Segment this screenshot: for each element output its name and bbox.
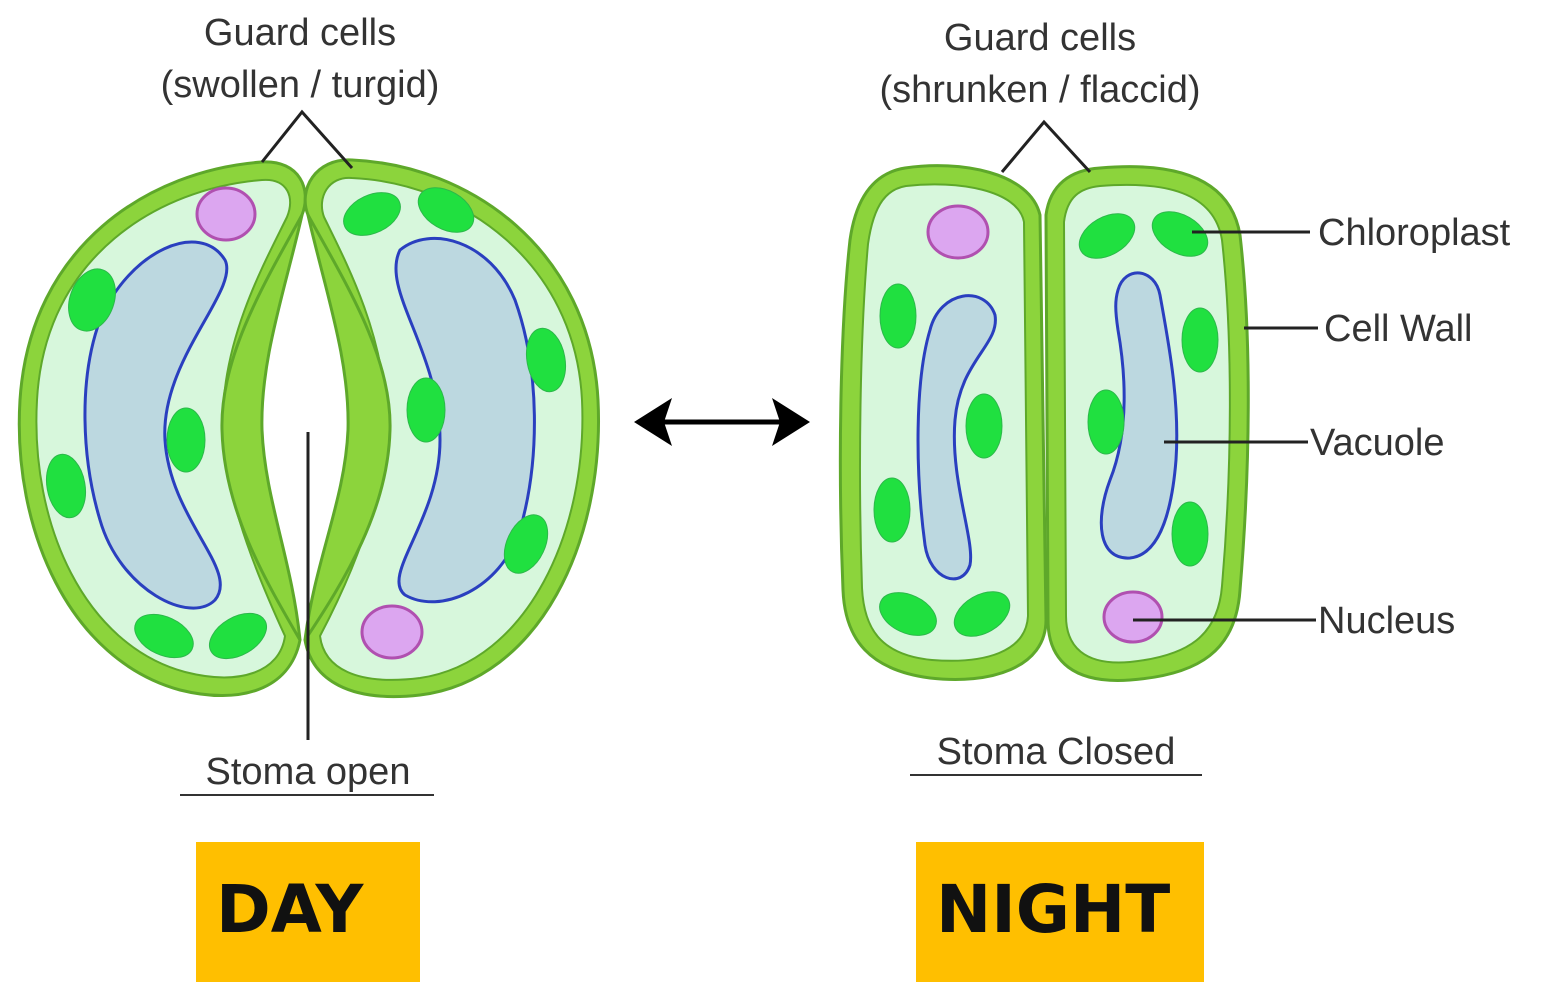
open-stoma: Guard cells (swollen / turgid) Stoma ope…: [19, 12, 598, 795]
night-left-guard-cell: [840, 166, 1046, 680]
nucleus-label: Nucleus: [1318, 600, 1455, 642]
night-guard-cells-state: (shrunken / flaccid): [879, 69, 1200, 111]
chloroplast: [966, 394, 1002, 458]
night-guard-cells-pointer: [1002, 122, 1090, 172]
stoma-closed-label: Stoma Closed: [937, 731, 1176, 773]
night-right-nucleus: [1104, 592, 1162, 642]
closed-stoma: Guard cells (shrunken / flaccid) Stoma C…: [840, 17, 1510, 775]
double-headed-arrow-icon: [634, 398, 810, 446]
day-right-guard-cell: [305, 160, 599, 697]
day-left-nucleus: [197, 188, 255, 240]
night-badge-label: NIGHT: [936, 871, 1170, 948]
day-badge-label: DAY: [216, 871, 365, 948]
day-right-nucleus: [362, 606, 422, 658]
night-left-nucleus: [928, 206, 988, 258]
cell-wall-label: Cell Wall: [1324, 308, 1473, 350]
chloroplast: [1172, 502, 1208, 566]
day-left-guard-cell: [19, 162, 305, 696]
vacuole-label: Vacuole: [1310, 422, 1445, 464]
night-badge: NIGHT: [916, 842, 1204, 982]
stoma-open-label: Stoma open: [206, 751, 411, 793]
chloroplast: [407, 378, 445, 442]
day-guard-cells-title: Guard cells: [204, 12, 396, 54]
chloroplast-label: Chloroplast: [1318, 212, 1511, 254]
chloroplast: [874, 478, 910, 542]
day-badge: DAY: [196, 842, 420, 982]
chloroplast: [1088, 390, 1124, 454]
night-guard-cells-title: Guard cells: [944, 17, 1136, 59]
chloroplast: [880, 284, 916, 348]
night-right-guard-cell: [1046, 167, 1248, 681]
chloroplast: [167, 408, 205, 472]
chloroplast: [1182, 308, 1218, 372]
day-guard-cells-state: (swollen / turgid): [161, 64, 440, 106]
